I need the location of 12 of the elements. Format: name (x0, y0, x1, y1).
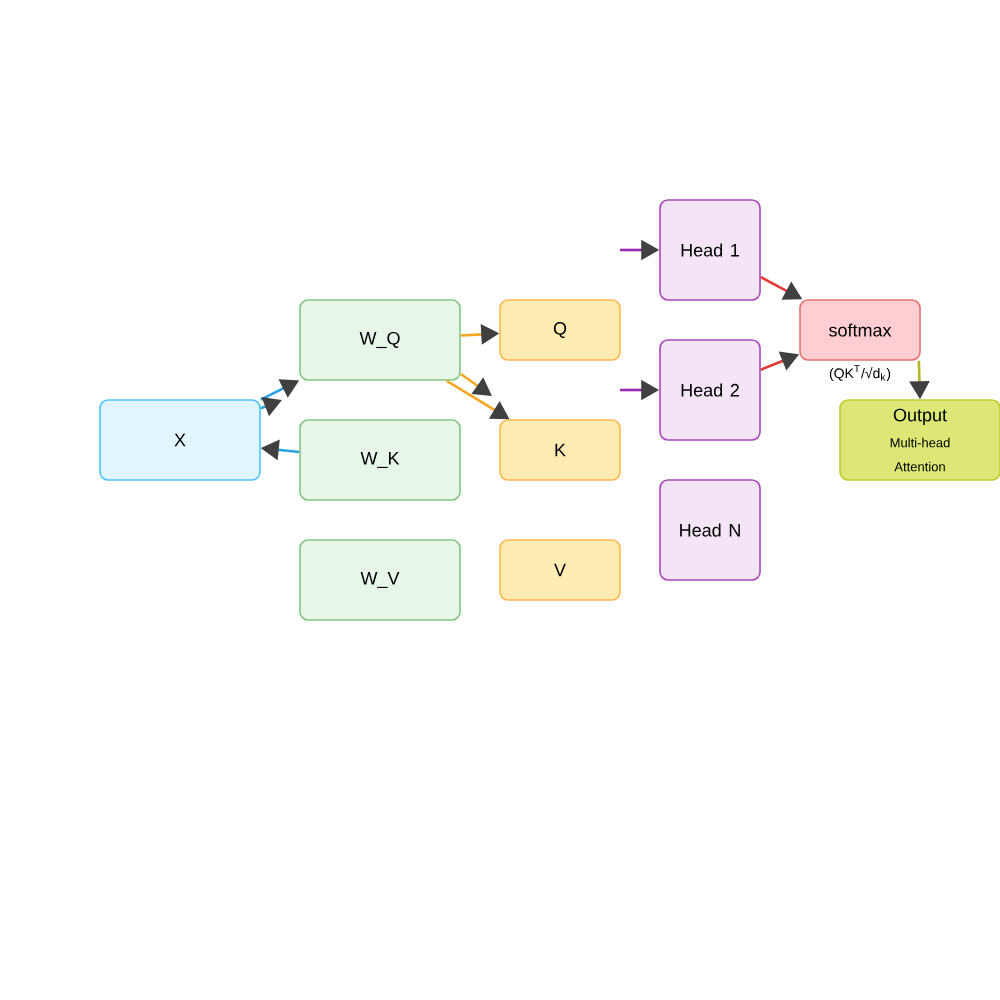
process-box: W_Q (299, 299, 461, 381)
process-box: W_K (299, 419, 461, 501)
process-box: Head 1 (659, 199, 761, 301)
process-box: W_V (299, 539, 461, 621)
process-box: K (499, 419, 621, 481)
process-box: Q (499, 299, 621, 361)
process-box: X (99, 399, 261, 481)
process-box: softmax (799, 299, 921, 361)
process-box: Head 2 (659, 339, 761, 441)
arrow (460, 372, 492, 396)
process-box: V (499, 539, 621, 601)
process-box: Head N (659, 479, 761, 581)
